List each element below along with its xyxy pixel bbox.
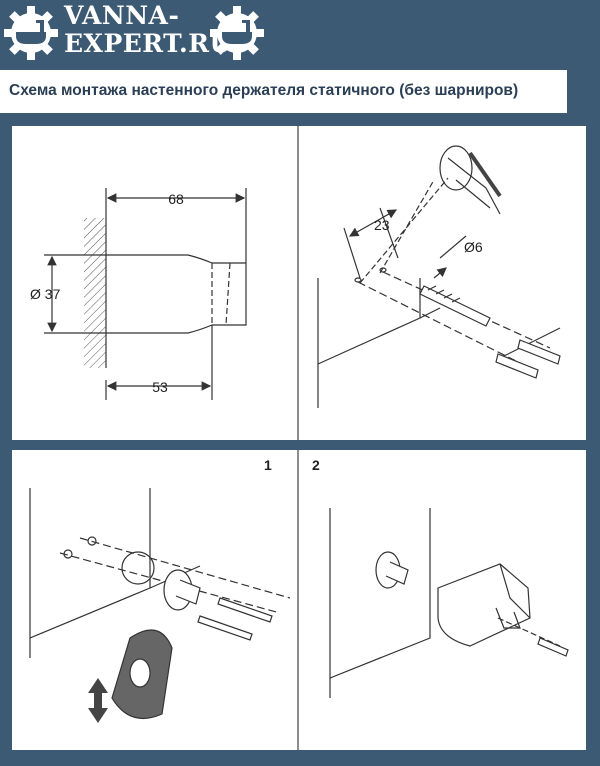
installation-diagram: 68 53 Ø 37 bbox=[0, 118, 600, 761]
site-header: VANNA- EXPERT.RU bbox=[0, 0, 600, 66]
gear-bath-icon bbox=[210, 6, 264, 60]
wall-plate bbox=[121, 551, 155, 585]
screw-1 bbox=[217, 597, 273, 623]
panel-step-1 bbox=[29, 488, 291, 720]
panel-drilling bbox=[317, 145, 561, 408]
step-1-number: 1 bbox=[264, 457, 272, 473]
shower-holder bbox=[437, 563, 531, 647]
set-screw bbox=[537, 637, 569, 657]
panel-dimensions bbox=[44, 188, 247, 400]
dim-drill-diameter: Ø6 bbox=[464, 239, 483, 255]
dim-width-bottom: 53 bbox=[152, 379, 168, 395]
diagram-svg: 68 53 Ø 37 bbox=[12, 126, 586, 750]
panel-step-2 bbox=[329, 508, 569, 698]
up-down-arrow-icon bbox=[88, 678, 108, 723]
logo-line1: VANNA- bbox=[64, 1, 180, 30]
drill-bit bbox=[419, 285, 491, 327]
wall-hatch bbox=[84, 218, 106, 368]
dowel-2 bbox=[495, 353, 539, 379]
dim-width-top: 68 bbox=[168, 191, 184, 207]
dowel-1 bbox=[517, 339, 561, 365]
dim-depth: 23 bbox=[374, 217, 390, 233]
holder-body bbox=[106, 254, 247, 334]
gear-bath-icon bbox=[4, 6, 58, 60]
logo-line2: EXPERT.RU bbox=[64, 29, 232, 58]
site-logo[interactable]: VANNA- EXPERT.RU bbox=[64, 2, 232, 58]
screw-2 bbox=[197, 615, 253, 641]
diagram-caption: Схема монтажа настенного держателя стати… bbox=[9, 82, 519, 99]
holder-top-view bbox=[439, 145, 473, 191]
step-2-number: 2 bbox=[312, 457, 320, 473]
dim-diameter: Ø 37 bbox=[30, 286, 61, 302]
caption-box: Схема монтажа настенного держателя стати… bbox=[0, 70, 567, 113]
